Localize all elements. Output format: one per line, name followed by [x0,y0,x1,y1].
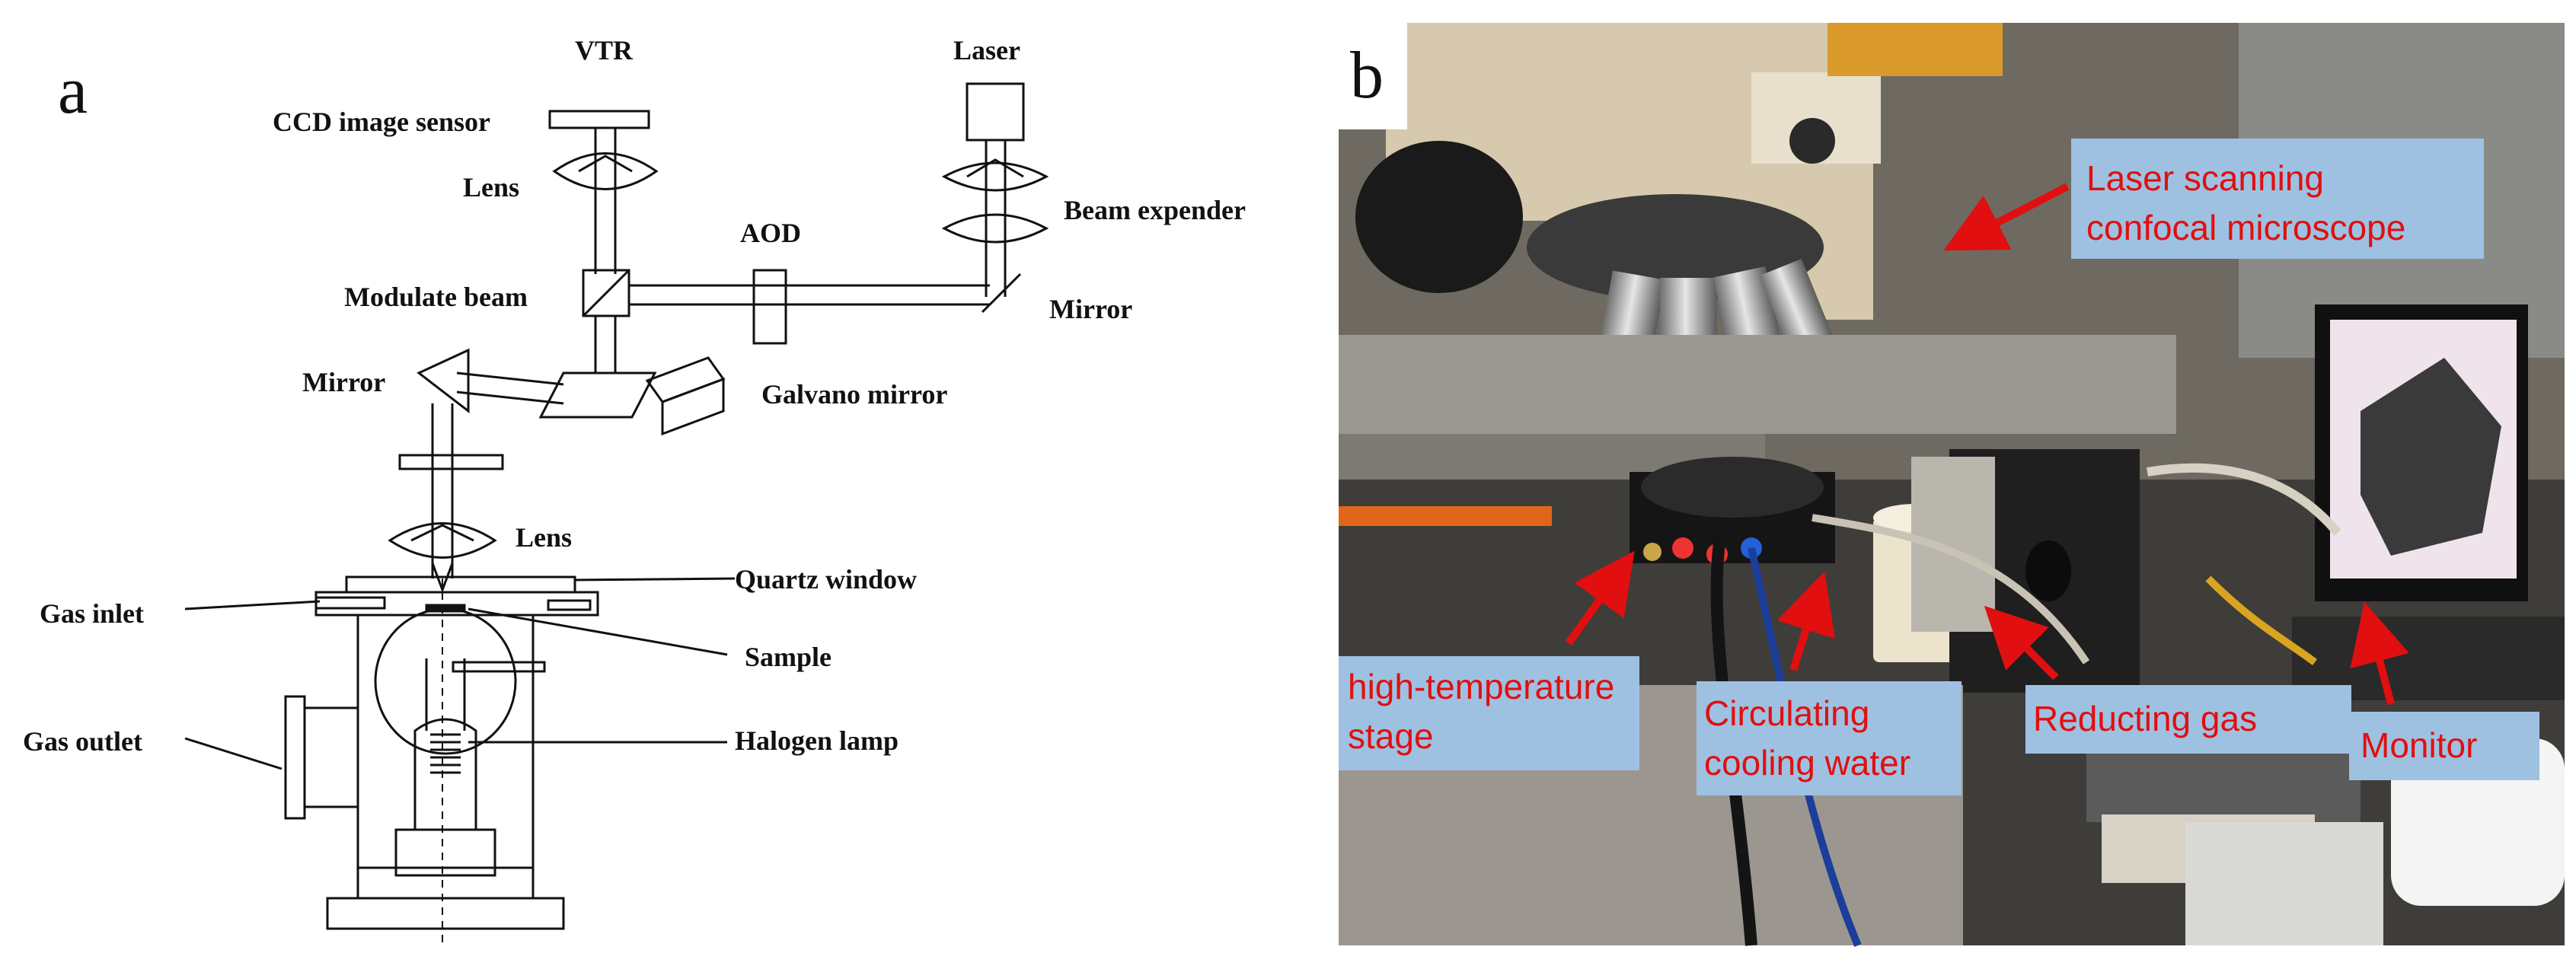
panel-letter-a: a [58,54,88,128]
callout-stage-line2: stage [1348,716,1434,756]
aod-shape [752,269,787,345]
callout-microscope-line2: confocal microscope [2086,208,2405,247]
callout-box-water [1697,681,1962,795]
sample-shape [425,604,466,613]
callout-box-stage [1339,656,1639,770]
callout-box-microscope [2071,139,2484,259]
arrow-gas [1984,605,2059,681]
callout-gas: Reducting gas [2033,699,2257,738]
label-aod: AOD [740,218,801,248]
callout-microscope-line1: Laser scanning [2086,158,2324,198]
panel-letter-b: b [1350,39,1384,113]
laser-box-shape [966,82,1025,142]
label-lens-lower: Lens [516,522,572,553]
schematic-panel: a VTR Laser CCD image sensor Lens Beam e… [23,35,1246,944]
label-lens-top: Lens [463,172,519,202]
label-vtr: VTR [575,35,634,65]
label-quartz-window: Quartz window [735,564,917,594]
chamber-base-shape [326,897,565,930]
label-halogen-lamp: Halogen lamp [735,725,899,756]
callout-water-line2: cooling water [1704,743,1910,783]
halogen-lamp-shape [413,718,477,831]
callout-box-gas [2025,685,2351,754]
arrow-monitor [2350,601,2409,706]
arrow-water [1776,571,1835,671]
apparatus-photo: b Laser scanning confocal microscope hig… [1339,23,2565,947]
callout-stage-line1: high-temperature [1348,667,1614,706]
callout-water-line1: Circulating [1704,693,1869,733]
right-mirror-shape [981,273,1022,314]
arrow-microscope [1943,183,2070,251]
label-gas-outlet: Gas outlet [23,726,142,757]
upper-lens-shape [552,152,659,190]
callout-monitor: Monitor [2361,725,2477,765]
label-galvano-mirror: Galvano mirror [761,379,947,410]
beam-expander-lens-1 [941,161,1049,192]
label-beam-expender: Beam expender [1064,195,1246,225]
galvano-motor-shape [645,356,726,403]
gas-outlet-port-shape [303,706,359,808]
galvano-plate-shape [538,371,657,419]
quartz-window-shape [345,575,576,594]
left-mirror-shape [417,348,470,414]
label-mirror-left: Mirror [302,367,385,397]
callout-box-monitor [2349,712,2539,780]
eyepiece-shape [1355,141,1523,293]
beam-splitter-shape [582,269,630,317]
label-gas-inlet: Gas inlet [40,598,144,629]
ccd-sensor-shape [548,110,650,129]
label-ccd: CCD image sensor [273,107,490,137]
arrow-stage [1565,550,1635,645]
label-mirror-right: Mirror [1049,294,1132,324]
schematic-diagram: a VTR Laser CCD image sensor Lens Beam e… [23,35,1246,944]
label-sample: Sample [745,642,832,672]
label-modulate-beam: Modulate beam [344,282,528,312]
photo-panel: b Laser scanning confocal microscope hig… [1325,0,2576,969]
beam-expander-lens-2 [941,213,1049,244]
label-laser: Laser [953,35,1020,65]
lower-lens-shape [388,522,497,559]
